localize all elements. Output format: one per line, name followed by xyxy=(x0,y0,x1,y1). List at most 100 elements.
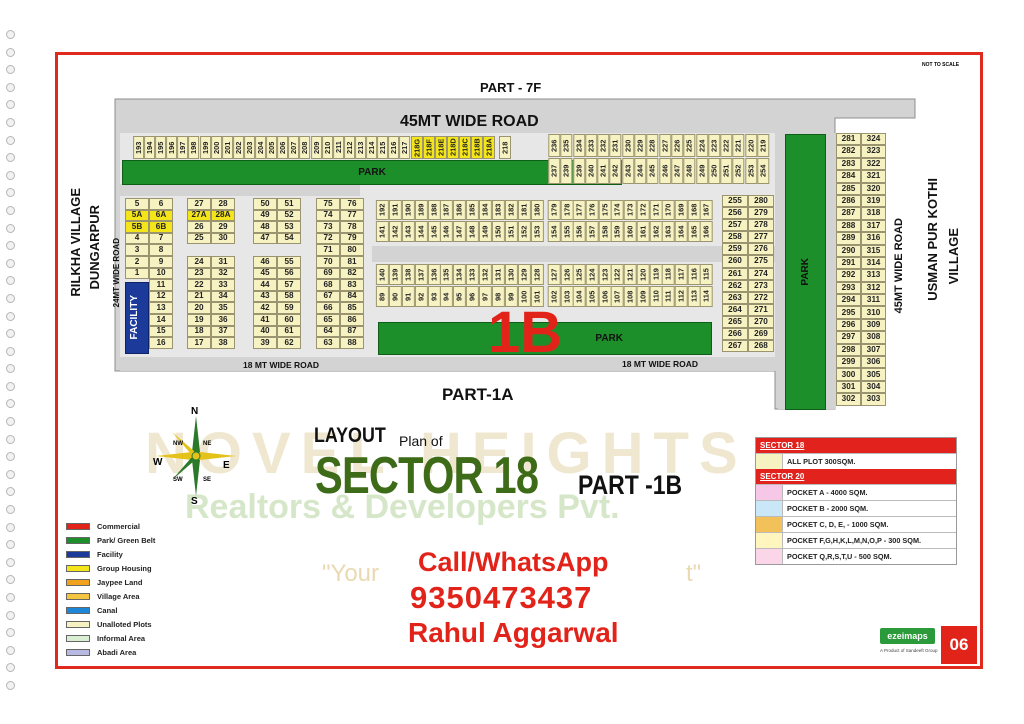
plot-cell: 279 xyxy=(748,207,774,220)
plot-cell: 143 xyxy=(401,221,415,242)
legend-swatch xyxy=(66,592,90,600)
plot-cell: 96 xyxy=(466,286,480,307)
plot-cell: 269 xyxy=(748,328,774,341)
plot-cell: 50 xyxy=(253,198,277,210)
plot-cell: 203 xyxy=(243,136,256,159)
plot-cell: 136 xyxy=(427,264,441,285)
compass-s: S xyxy=(191,496,198,507)
plot-cell: 260 xyxy=(722,255,748,268)
plot-cell: 195 xyxy=(155,136,167,159)
binder-ring xyxy=(6,645,15,655)
plot-cell: 235 xyxy=(560,134,573,157)
legend-item: Group Housing xyxy=(66,561,155,575)
plot-cell: 176 xyxy=(586,200,599,220)
plot-cell: 6A xyxy=(149,209,173,222)
legend-item: Jaypee Land xyxy=(66,575,155,589)
binder-ring xyxy=(6,293,15,303)
plot-cell: 63 xyxy=(316,337,340,349)
binder-ring xyxy=(6,47,15,57)
compass-se: SE xyxy=(203,477,212,483)
plot-cell: 45 xyxy=(253,267,277,280)
plot-cell: 6 xyxy=(149,198,173,210)
binder-ring xyxy=(6,153,15,163)
plot-cell: 192 xyxy=(376,200,389,220)
page-number-text: 06 xyxy=(949,635,969,654)
plot-cell: 72 xyxy=(316,232,340,245)
plot-cell: 142 xyxy=(388,221,402,242)
plot-cell: 206 xyxy=(277,136,289,159)
plot-cell: 116 xyxy=(687,264,701,285)
plot-cell: 193 xyxy=(133,136,145,159)
legend-label: Park/ Green Belt xyxy=(97,535,156,545)
plot-cell: 168 xyxy=(687,200,701,220)
plot-cell: 16 xyxy=(149,337,173,349)
plot-cell: 81 xyxy=(340,255,364,268)
pocket-label: POCKET F,G,H,K,L,M,N,O,P - 300 SQM. xyxy=(787,536,922,545)
plot-cell: 170 xyxy=(662,200,675,220)
plot-cell: 208 xyxy=(299,136,311,159)
plot-cell: 62 xyxy=(277,337,301,349)
plot-cell: 128 xyxy=(530,264,544,285)
plot-cell: 150 xyxy=(492,221,505,242)
plot-cell: 70 xyxy=(316,255,340,268)
plot-cell: 273 xyxy=(748,279,774,292)
part-7f-label: PART - 7F xyxy=(480,80,542,95)
binder-ring xyxy=(6,82,15,92)
plot-cell: 120 xyxy=(636,264,650,285)
compass-icon xyxy=(156,416,236,496)
plot-cell: 204 xyxy=(255,136,267,159)
plot-cell: 131 xyxy=(492,264,505,285)
plot-cell: 218A xyxy=(483,136,495,159)
plot-cell: 14 xyxy=(149,313,173,326)
plot-cell: 284 xyxy=(836,170,861,183)
plot-cell: 274 xyxy=(748,267,774,280)
plot-cell: 289 xyxy=(836,232,861,245)
plot-cell: 226 xyxy=(670,134,684,157)
plot-cell: 324 xyxy=(861,133,886,146)
plot-cell: 196 xyxy=(166,136,178,159)
plot-cell: 80 xyxy=(340,244,364,256)
legend-label: Commercial xyxy=(97,521,140,531)
plot-cell: 256 xyxy=(722,207,748,220)
plot-cell: 214 xyxy=(365,136,378,159)
binder-ring xyxy=(6,399,15,409)
plot-cell: 285 xyxy=(836,182,861,195)
compass-n: N xyxy=(191,406,199,417)
plot-cell: 272 xyxy=(748,291,774,304)
plot-cell: 308 xyxy=(861,331,886,344)
contact-name: Rahul Aggarwal xyxy=(408,617,619,648)
plot-cell: 156 xyxy=(573,221,587,242)
plot-cell: 43 xyxy=(253,290,277,303)
plot-cell: 130 xyxy=(504,264,518,285)
binder-ring xyxy=(6,258,15,268)
plot-cell: 108 xyxy=(624,286,637,307)
plot-cell: 159 xyxy=(611,221,625,242)
plot-cell: 148 xyxy=(466,221,480,242)
plot-cell: 219 xyxy=(757,134,770,157)
compass-e: E xyxy=(223,460,230,471)
plot-cell: 24 xyxy=(187,255,211,268)
plot-cell: 310 xyxy=(861,306,886,319)
plot-cell: 249 xyxy=(695,158,708,184)
plot-cell: 202 xyxy=(232,136,244,159)
legend-item: Commercial xyxy=(66,519,155,533)
plot-cell: 47 xyxy=(253,232,277,245)
plot-cell: 217 xyxy=(399,136,411,159)
plot-cell: 307 xyxy=(861,343,886,357)
plot-cell: 125 xyxy=(573,264,587,285)
plot-cell: 171 xyxy=(649,200,663,220)
compass-sw: SW xyxy=(173,477,183,483)
plot-cell: 244 xyxy=(634,158,647,184)
plot-cell: 144 xyxy=(414,221,428,242)
legend-item: Facility xyxy=(66,547,155,561)
compass-ne: NE xyxy=(203,441,212,447)
plot-cell: 276 xyxy=(748,243,774,256)
legend-swatch xyxy=(66,648,90,656)
plot-cell: 201 xyxy=(221,136,233,159)
pocket-label: ALL PLOT 300SQM. xyxy=(787,457,856,466)
plot-cell: 253 xyxy=(744,158,758,184)
plot-cell: 118 xyxy=(662,264,675,285)
